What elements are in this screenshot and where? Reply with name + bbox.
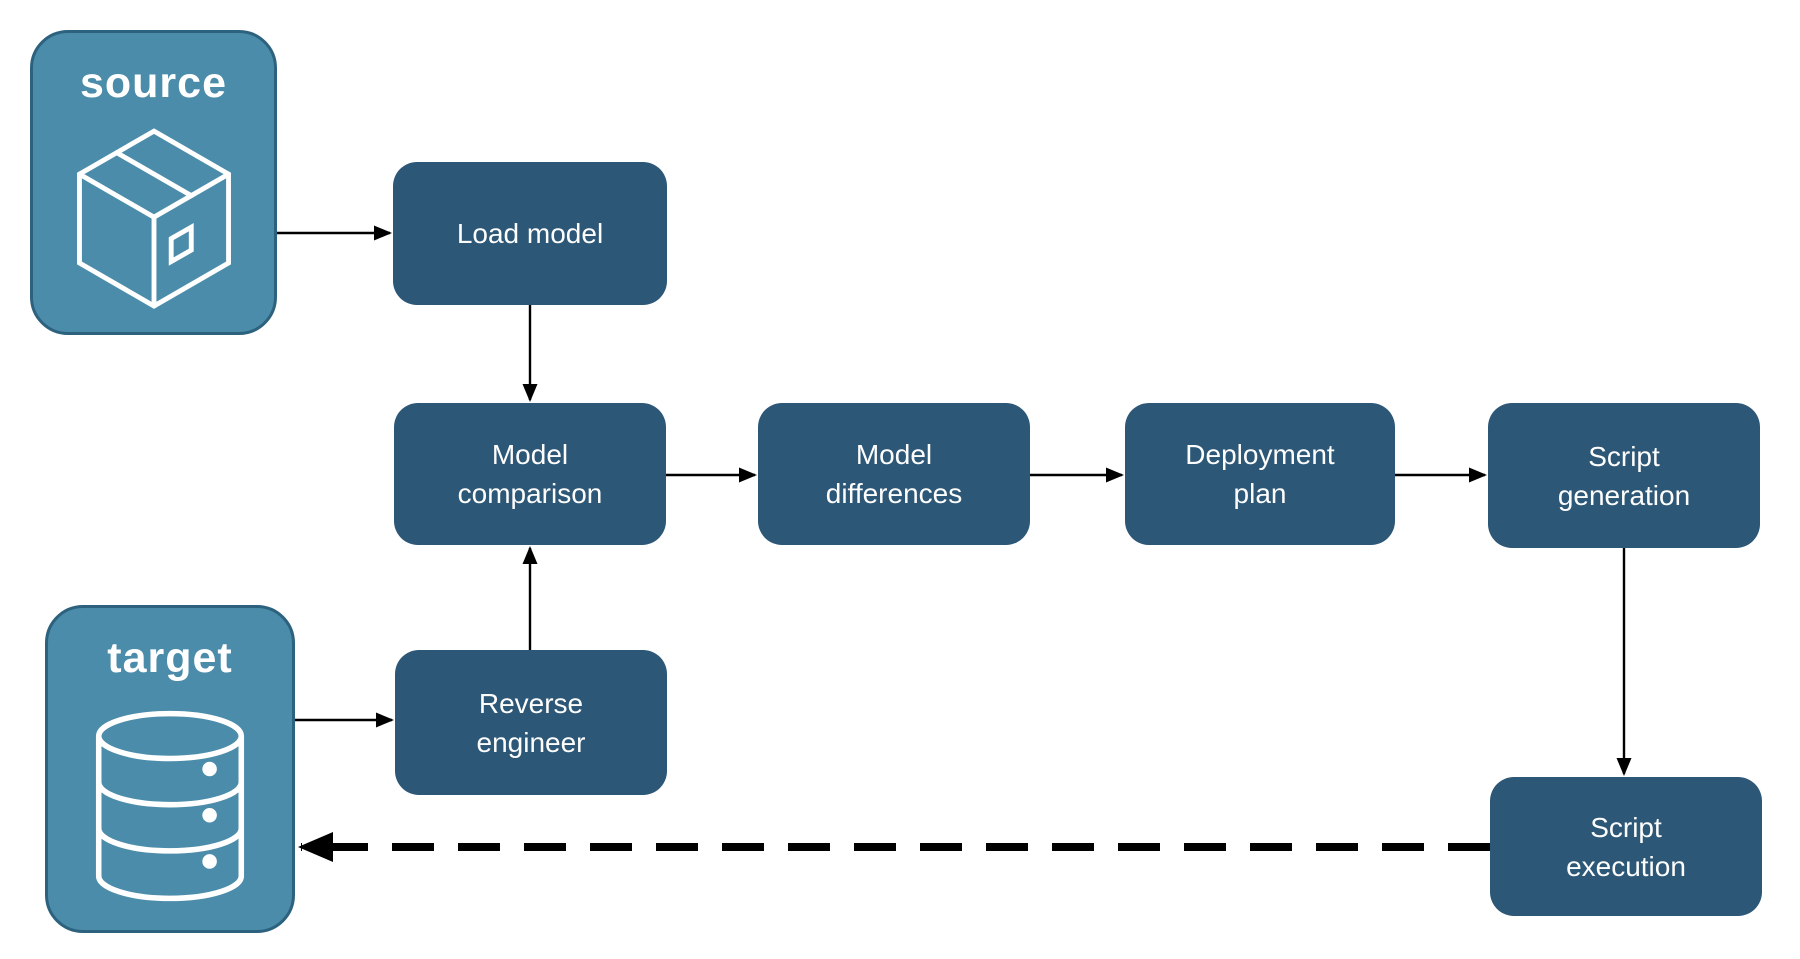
deployment-plan-label: Deployment plan — [1185, 439, 1335, 509]
node-target: target — [45, 605, 295, 933]
database-icon — [48, 682, 292, 930]
node-source: source — [30, 30, 277, 335]
source-label: source — [79, 59, 227, 107]
node-script-execution: Script execution — [1490, 777, 1762, 916]
node-script-generation: Script generation — [1488, 403, 1760, 548]
node-model-differences: Model differences — [758, 403, 1030, 545]
node-reverse-engineer: Reverse engineer — [395, 650, 667, 795]
load-model-label: Load model — [456, 218, 604, 249]
model-differences-label: Model differences — [825, 439, 963, 509]
script-execution-label: Script execution — [1566, 811, 1686, 882]
reverse-engineer-label: Reverse engineer — [476, 687, 586, 758]
script-generation-label: Script generation — [1557, 440, 1691, 511]
package-icon — [33, 107, 274, 332]
target-label: target — [107, 634, 233, 682]
node-deployment-plan: Deployment plan — [1125, 403, 1395, 545]
model-comparison-label: Model comparison — [457, 439, 603, 509]
node-model-comparison: Model comparison — [394, 403, 666, 545]
node-load-model: Load model — [393, 162, 667, 305]
